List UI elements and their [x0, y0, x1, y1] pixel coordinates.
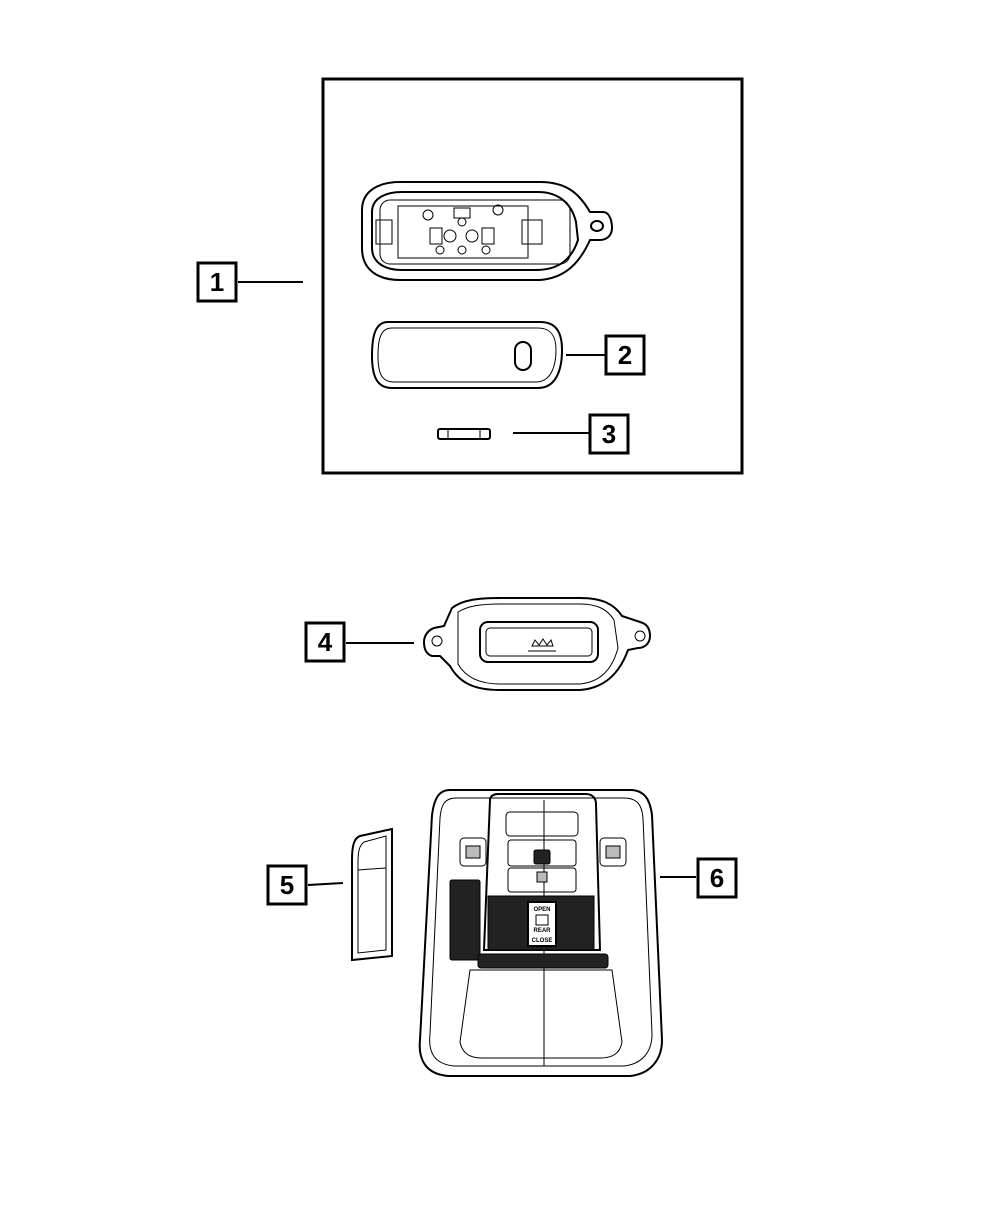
- rear-label: REAR: [533, 928, 551, 934]
- leader-5: [307, 882, 344, 886]
- callout-5-label: 5: [280, 870, 294, 900]
- lamp-housing: [361, 181, 614, 281]
- callout-5: 5: [266, 864, 308, 906]
- kit-frame: [321, 77, 744, 475]
- callout-1-label: 1: [210, 267, 224, 297]
- callout-2-label: 2: [618, 340, 632, 370]
- callout-6-label: 6: [710, 863, 724, 893]
- callout-1: 1: [196, 261, 238, 303]
- callout-3-label: 3: [602, 419, 616, 449]
- dome-lamp: [422, 597, 652, 691]
- trim-bezel: [351, 827, 393, 962]
- callout-3: 3: [588, 413, 630, 455]
- overhead-console: OPEN REAR CLOSE: [418, 789, 664, 1077]
- callout-2: 2: [604, 334, 646, 376]
- lamp-lens: [370, 321, 564, 389]
- callout-4-label: 4: [318, 627, 333, 657]
- open-label: OPEN: [533, 907, 550, 913]
- callout-6: 6: [696, 857, 738, 899]
- festoon-bulb: [437, 428, 491, 440]
- close-label: CLOSE: [532, 938, 553, 944]
- callout-4: 4: [304, 621, 346, 663]
